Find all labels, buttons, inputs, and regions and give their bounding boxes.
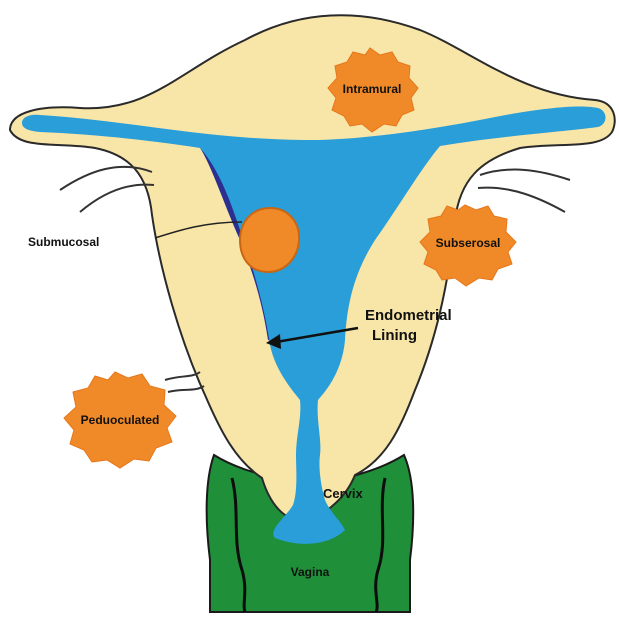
label-vagina: Vagina xyxy=(291,565,330,579)
label-cervix: Cervix xyxy=(323,486,364,501)
ligament-left-2 xyxy=(80,185,154,212)
label-endometrial-2: Lining xyxy=(372,327,417,344)
ligament-right-2 xyxy=(478,188,565,212)
uterine-cavity xyxy=(22,106,606,543)
label-subserosal: Subserosal xyxy=(436,236,501,250)
stalk-left-2 xyxy=(168,386,204,392)
label-submucosal: Submucosal xyxy=(28,235,99,249)
label-endometrial-1: Endometrial xyxy=(365,307,452,324)
fibroid-submucosal xyxy=(240,208,299,272)
ligament-right-1 xyxy=(480,170,570,180)
label-pedunculated: Peduoculated xyxy=(81,413,160,427)
label-intramural: Intramural xyxy=(343,82,402,96)
